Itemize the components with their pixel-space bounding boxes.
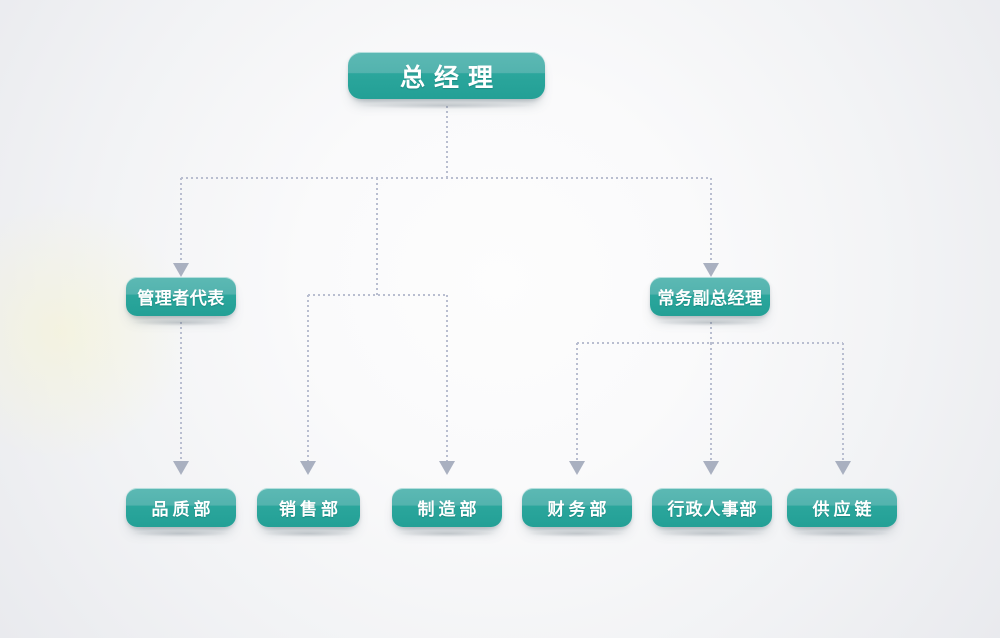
arrowhead-management-representative <box>173 263 189 277</box>
org-node-supply-chain-dept[interactable]: 供应链 <box>787 488 897 537</box>
org-node-label: 供应链 <box>812 500 876 520</box>
org-node-sales-dept[interactable]: 销售部 <box>257 488 360 537</box>
org-node-label: 销售部 <box>279 500 342 520</box>
org-node-manufacturing-dept[interactable]: 制造部 <box>392 488 502 537</box>
org-node-label: 行政人事部 <box>667 500 758 520</box>
org-node-management-representative[interactable]: 管理者代表 <box>126 277 236 326</box>
org-node-quality-dept[interactable]: 品质部 <box>126 488 236 537</box>
org-node-finance-dept[interactable]: 财务部 <box>522 488 632 537</box>
arrowhead-executive-deputy-gm <box>703 263 719 277</box>
org-node-label: 制造部 <box>417 500 481 520</box>
arrowhead-hr-admin <box>703 461 719 475</box>
org-node-executive-deputy-gm[interactable]: 常务副总经理 <box>650 277 770 326</box>
org-node-label: 财务部 <box>547 500 611 520</box>
org-node-general-manager[interactable]: 总经理 <box>348 52 545 109</box>
arrowhead-finance <box>569 461 585 475</box>
arrowhead-quality <box>173 461 189 475</box>
org-node-hr-admin-dept[interactable]: 行政人事部 <box>652 488 772 537</box>
arrowhead-manufacturing <box>439 461 455 475</box>
org-node-label: 管理者代表 <box>137 289 225 309</box>
org-node-label: 品质部 <box>151 500 215 520</box>
arrowhead-supply-chain <box>835 461 851 475</box>
org-node-label: 总经理 <box>399 62 502 92</box>
org-node-label: 常务副总经理 <box>657 289 763 309</box>
arrowhead-sales <box>300 461 316 475</box>
